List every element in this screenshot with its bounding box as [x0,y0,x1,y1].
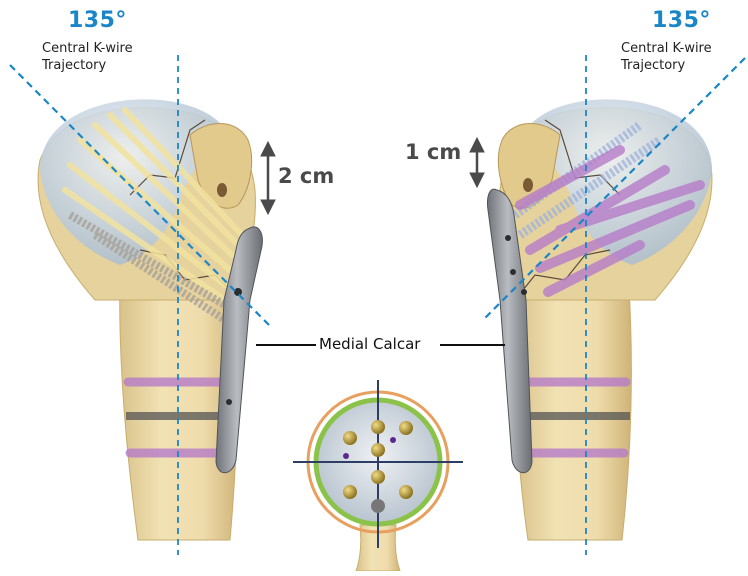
right-caption-line2: Trajectory [621,57,712,74]
left-humerus [10,55,275,555]
right-measure-arrow [470,138,484,187]
right-caption-line1: Central K-wire [621,40,712,57]
right-plate-hole [505,235,511,241]
right-caption: Central K-wire Trajectory [621,40,712,74]
medial-calcar-label: Medial Calcar [316,335,423,353]
right-bone-foramen [523,178,533,192]
right-measurement-label: 1 cm [405,140,461,164]
right-plate-hole [521,289,527,295]
right-plate-hole [510,269,516,275]
right-bone-shaft [516,270,632,540]
left-measurement-label: 2 cm [278,164,334,188]
left-angle-label: 135° [68,8,127,33]
center-disc-view [293,380,463,571]
left-bone-foramen [217,183,227,197]
right-angle-label: 135° [652,8,711,33]
left-caption-line2: Trajectory [42,57,133,74]
left-caption-line1: Central K-wire [42,40,133,57]
left-caption: Central K-wire Trajectory [42,40,133,74]
left-plate-hole [234,288,242,296]
left-plate-hole [226,399,232,405]
left-measure-arrow [261,142,275,214]
right-humerus [470,55,745,555]
